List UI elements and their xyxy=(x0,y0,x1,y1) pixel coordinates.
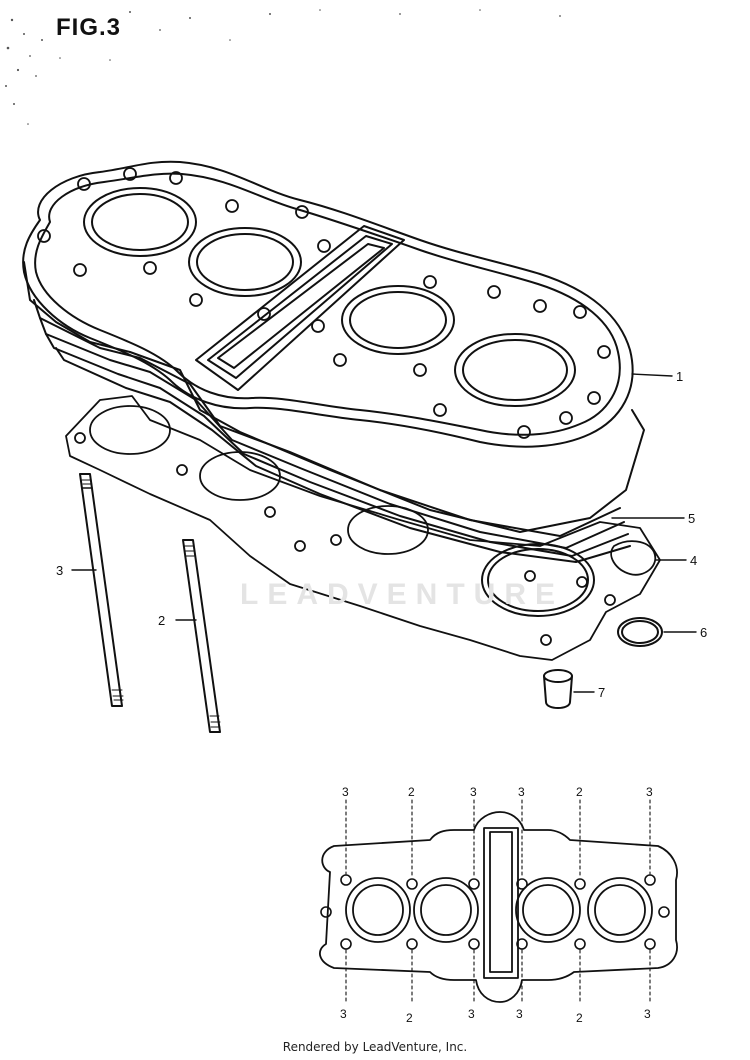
layout-bottom-label: 3 xyxy=(516,1007,523,1021)
cylinder-block xyxy=(22,160,645,563)
bore-2 xyxy=(188,227,302,297)
layout-top-label: 3 xyxy=(342,785,349,799)
bore-4 xyxy=(454,333,576,407)
dowel-pin xyxy=(543,669,573,709)
stud-layout-diagram xyxy=(319,799,678,1005)
callout-7: 7 xyxy=(598,685,605,700)
o-ring-small xyxy=(617,617,663,647)
bore-3 xyxy=(341,285,455,355)
base-gasket-outline xyxy=(65,395,661,661)
layout-bottom-label: 2 xyxy=(576,1011,583,1025)
o-ring-large xyxy=(481,543,595,617)
layout-top-label: 3 xyxy=(518,785,525,799)
bore-2-inner xyxy=(196,233,294,291)
layout-tunnel-inner xyxy=(489,831,513,973)
gasket-bore xyxy=(89,405,171,455)
layout-gasket-outline xyxy=(319,811,678,1003)
cylinder-deck-inner xyxy=(34,172,621,436)
cam-chain-tunnel-inner xyxy=(217,243,385,369)
callout-numbers: 1 2 3 4 5 6 7 xyxy=(56,369,707,700)
cylinder-fin xyxy=(39,317,625,549)
layout-top-label: 2 xyxy=(576,785,583,799)
layout-stud-holes xyxy=(320,874,670,950)
callout-6: 6 xyxy=(700,625,707,640)
callout-1: 1 xyxy=(676,369,683,384)
stud-long xyxy=(79,473,124,707)
footer-credit: Rendered by LeadVenture, Inc. xyxy=(282,1040,468,1054)
figure-title: FIG.3 xyxy=(56,14,122,41)
watermark: LEADVENTURE xyxy=(240,578,565,611)
callout-4: 4 xyxy=(690,553,697,568)
cylinder-deck xyxy=(22,160,634,448)
cam-chain-tunnel xyxy=(195,225,405,391)
cylinder-fins xyxy=(23,261,645,533)
gasket-bore xyxy=(199,451,281,501)
bore-4-inner xyxy=(462,339,568,401)
print-speckle xyxy=(5,9,561,125)
callout-3: 3 xyxy=(56,563,63,578)
layout-bores xyxy=(345,877,653,943)
bore-3-inner xyxy=(349,291,447,349)
bore-1 xyxy=(83,187,197,257)
layout-bottom-label: 3 xyxy=(340,1007,347,1021)
cam-chain-tunnel-inner xyxy=(207,235,393,379)
stud-layout-labels: 3 2 3 3 2 3 3 2 3 3 2 3 xyxy=(340,785,653,1025)
base-gasket xyxy=(65,395,661,661)
cylinder-fin xyxy=(55,347,631,563)
layout-top-label: 3 xyxy=(470,785,477,799)
layout-top-label: 3 xyxy=(646,785,653,799)
layout-bottom-label: 3 xyxy=(644,1007,651,1021)
layout-top-label: 2 xyxy=(408,785,415,799)
callout-5: 5 xyxy=(688,511,695,526)
layout-tunnel xyxy=(483,827,519,979)
callout-2: 2 xyxy=(158,613,165,628)
gasket-bore xyxy=(347,505,429,555)
leader-lines xyxy=(71,373,697,693)
layout-bottom-label: 2 xyxy=(406,1011,413,1025)
bore-1-inner xyxy=(91,193,189,251)
layout-leader-lines xyxy=(345,799,651,1005)
block-stud-holes xyxy=(37,167,611,439)
stud-short xyxy=(182,539,221,733)
layout-bottom-label: 3 xyxy=(468,1007,475,1021)
